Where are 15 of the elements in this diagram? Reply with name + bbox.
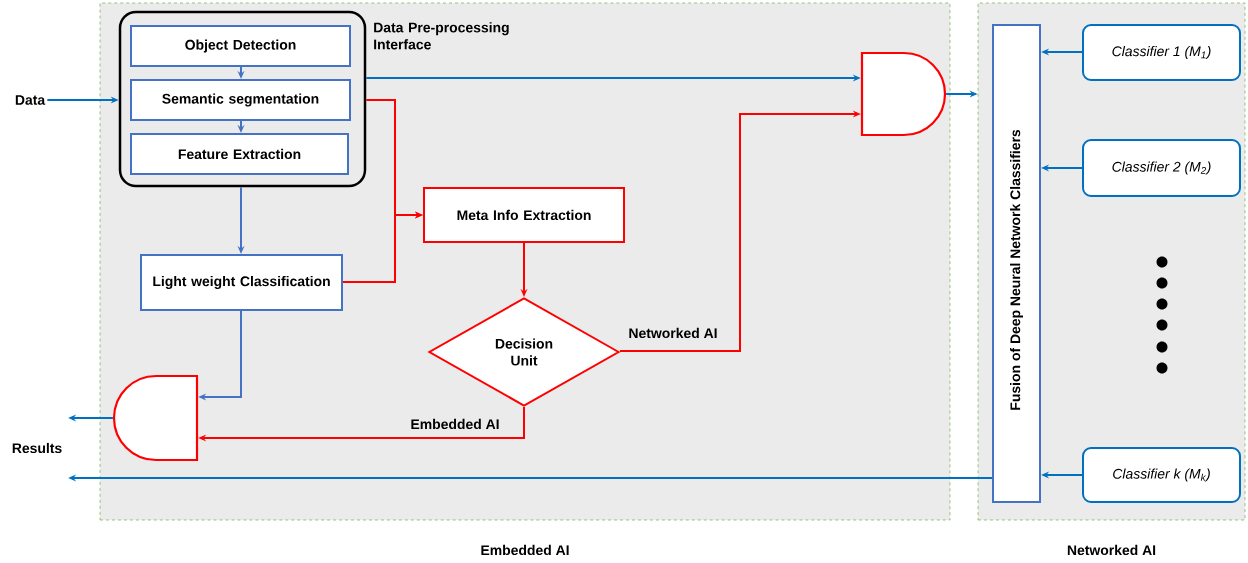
classifier-box: Classifier 1 (M$_{1}$) bbox=[1082, 24, 1241, 81]
classifier-box: Classifier 2 (M$_{2}$) bbox=[1082, 139, 1241, 197]
panel-title: Embedded AI bbox=[481, 544, 569, 556]
process-box: Light weight Classification bbox=[140, 254, 343, 311]
and-gate bbox=[860, 51, 947, 137]
panel-title: Networked AI bbox=[1067, 544, 1156, 556]
classifier-box: Classifier k (M$_{k}$) bbox=[1082, 447, 1241, 503]
box-heading: Data Pre-processing Interface bbox=[374, 22, 509, 50]
process-box: Feature Extraction bbox=[130, 133, 349, 175]
process-box: Semantic segmentation bbox=[130, 79, 351, 121]
process-box: Meta Info Extraction bbox=[423, 187, 625, 243]
input-label: Data bbox=[15, 95, 46, 105]
output-label: Results bbox=[12, 442, 62, 454]
fusion-bar: Fusion of Deep Neural Network Classifiers bbox=[992, 24, 1041, 503]
process-box: Object Detection bbox=[130, 25, 351, 67]
